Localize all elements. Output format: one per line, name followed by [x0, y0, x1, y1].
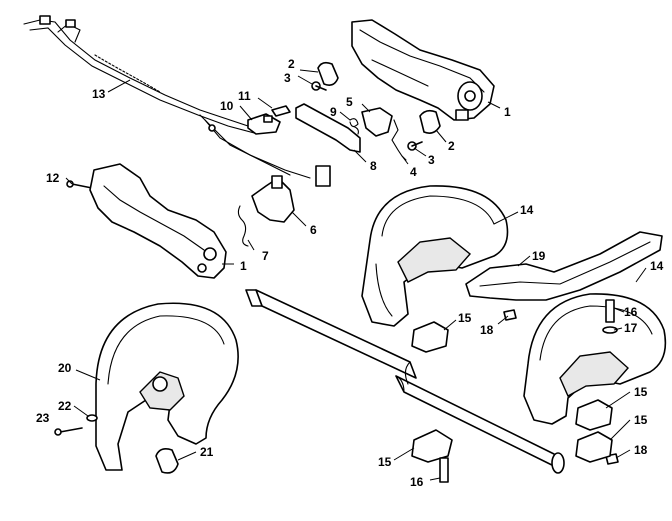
part-lock-6 [251, 175, 295, 223]
callout-3-lower: 3 [428, 153, 435, 167]
part-spring-4 [391, 119, 407, 161]
part-drive-tube [245, 289, 565, 474]
callout-1-top: 1 [504, 105, 511, 119]
part-screw-16-bottom [439, 457, 449, 483]
callout-6: 6 [310, 223, 317, 237]
callout-16-top: 16 [624, 305, 638, 319]
callout-leaders [65, 69, 647, 481]
callout-14-right: 14 [650, 259, 664, 273]
callout-14-top: 14 [520, 203, 534, 217]
callout-16-bottom: 16 [410, 475, 424, 489]
callout-23: 23 [36, 411, 50, 425]
part-washer-screw-22-23 [54, 414, 98, 436]
callout-9: 9 [330, 105, 337, 119]
part-loop-handle-a [361, 185, 509, 327]
callout-3-upper: 3 [284, 71, 291, 85]
part-nut-18 [503, 309, 619, 465]
callout-15-right-b: 15 [634, 413, 648, 427]
callout-2-lower: 2 [448, 139, 455, 153]
part-spring-9 [349, 118, 359, 135]
callout-15-right-a: 15 [634, 385, 648, 399]
callout-12: 12 [46, 171, 60, 185]
part-cable-harness [23, 15, 331, 187]
callout-4: 4 [410, 165, 417, 179]
callout-5: 5 [346, 95, 353, 109]
callout-17: 17 [624, 321, 638, 335]
part-trigger-5 [361, 107, 393, 137]
part-spring-7 [237, 205, 249, 247]
part-bracket-19 [465, 231, 663, 301]
part-switch-10-11 [247, 105, 291, 135]
part-clamp-upper [317, 61, 441, 134]
part-loop-handle-b [523, 293, 667, 425]
callout-10: 10 [220, 99, 234, 113]
part-screw-12 [66, 180, 93, 189]
part-screw-16-washer-17 [602, 299, 618, 334]
callout-19: 19 [532, 249, 546, 263]
part-lever-8 [295, 103, 361, 153]
callout-22: 22 [58, 399, 72, 413]
callout-15-top: 15 [458, 311, 472, 325]
callout-11: 11 [238, 89, 251, 103]
callout-labels: 13 2 3 5 10 11 9 1 2 3 4 8 12 6 7 1 14 1… [36, 57, 664, 489]
part-handle-housing-bottom [89, 163, 227, 279]
callout-18-top: 18 [480, 323, 494, 337]
part-clamp-15 [411, 321, 613, 463]
callout-21: 21 [200, 445, 214, 459]
callout-8: 8 [370, 159, 377, 173]
part-handle-housing-top [351, 19, 495, 121]
part-clamp-21 [155, 448, 179, 474]
callout-2-upper: 2 [288, 57, 295, 71]
callout-20: 20 [58, 361, 72, 375]
callout-18-bottom: 18 [634, 443, 648, 457]
callout-13: 13 [92, 87, 106, 101]
callout-15-bottom: 15 [378, 455, 392, 469]
callout-7: 7 [262, 249, 269, 263]
callout-1-bottom: 1 [240, 259, 247, 273]
part-loop-handle-20 [95, 302, 239, 471]
